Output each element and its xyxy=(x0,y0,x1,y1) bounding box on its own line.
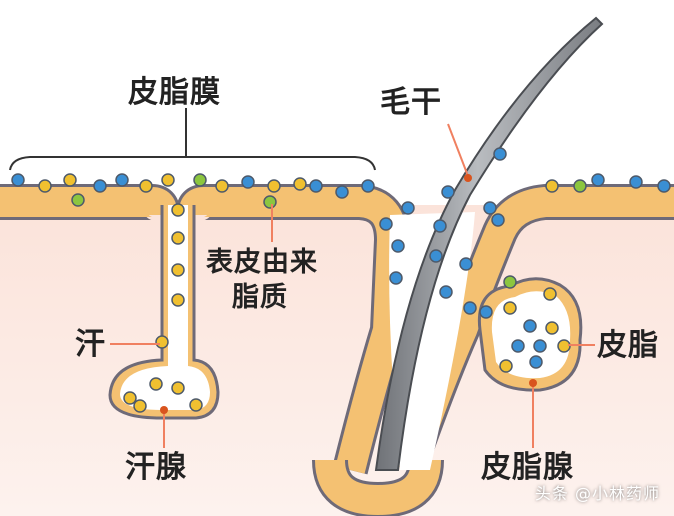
label-sweat: 汗 xyxy=(75,327,106,362)
lipid-particle xyxy=(171,231,185,245)
lipid-particle xyxy=(499,359,513,373)
lipid-particle xyxy=(38,179,52,193)
lipid-particle xyxy=(523,319,537,333)
lipid-particle xyxy=(545,321,559,335)
label-sebum: 皮脂 xyxy=(597,328,659,363)
sebum-film-bracket xyxy=(9,156,376,171)
lipid-particle xyxy=(241,175,255,189)
lipid-particle xyxy=(533,339,547,353)
lipid-particle xyxy=(263,195,277,209)
lipid-particle xyxy=(389,271,403,285)
label-sebum-film: 皮脂膜 xyxy=(128,75,221,110)
lipid-particle xyxy=(267,179,281,193)
sweat-gland-pointer-dot xyxy=(160,406,168,414)
lipid-particle xyxy=(429,249,443,263)
lipid-particle xyxy=(463,301,477,315)
lipid-particle xyxy=(123,391,137,405)
sebaceous-gland xyxy=(477,277,583,392)
lipid-particle xyxy=(193,173,207,187)
label-sebaceous-gland: 皮脂腺 xyxy=(481,450,574,485)
lipid-particle xyxy=(441,185,455,199)
lipid-particle xyxy=(171,293,185,307)
lipid-particle xyxy=(503,275,517,289)
lipid-particle xyxy=(149,377,163,391)
follicle-lumen xyxy=(389,212,475,470)
lipid-particle xyxy=(171,381,185,395)
lipid-particle xyxy=(545,179,559,193)
lipid-particle xyxy=(493,147,507,161)
label-epidermal-lipid-line2: 脂质 xyxy=(232,282,288,313)
label-sweat-gland: 汗腺 xyxy=(125,450,187,485)
lipid-particle xyxy=(215,179,229,193)
hair-shaft xyxy=(374,16,604,471)
lipid-particle xyxy=(171,263,185,277)
label-epidermal-lipid-line1: 表皮由来 xyxy=(206,247,318,278)
lipid-particle xyxy=(591,173,605,187)
lipid-particle xyxy=(479,305,493,319)
lipid-particle xyxy=(71,193,85,207)
lipid-particle xyxy=(335,185,349,199)
lipid-particle xyxy=(391,239,405,253)
lipid-particle xyxy=(293,177,307,191)
sweat-gland xyxy=(108,205,220,420)
lipid-particle xyxy=(139,179,153,193)
lipid-particle xyxy=(433,219,447,233)
lipid-particle xyxy=(361,179,375,193)
lipid-particle xyxy=(93,179,107,193)
lipid-particle xyxy=(379,217,393,231)
lipid-particle xyxy=(491,213,505,227)
sebaceous-gland-pointer-dot xyxy=(529,379,537,387)
lipid-particles xyxy=(11,147,671,413)
hair-shaft-pointer-dot xyxy=(464,174,472,182)
lipid-particle xyxy=(189,398,203,412)
lipid-particle xyxy=(629,175,643,189)
lipid-particle xyxy=(11,173,25,187)
lipid-particle xyxy=(483,201,497,215)
lipid-particle xyxy=(459,257,473,271)
lipid-particle xyxy=(439,285,453,299)
lipid-particle xyxy=(401,201,415,215)
watermark: 头条 @小林药师 xyxy=(534,484,660,503)
lipid-particle xyxy=(115,173,129,187)
lipid-particle xyxy=(573,179,587,193)
lipid-particle xyxy=(133,399,147,413)
lipid-particle xyxy=(503,301,517,315)
lipid-particle xyxy=(511,339,525,353)
lipid-particle xyxy=(63,173,77,187)
pointer-lines xyxy=(110,123,595,448)
lipid-particle xyxy=(171,203,185,217)
hair-shaft-pointer xyxy=(447,123,469,177)
label-hair-shaft: 毛干 xyxy=(380,85,442,120)
lipid-particle xyxy=(309,179,323,193)
lipid-particle xyxy=(543,287,557,301)
lipid-particle xyxy=(161,173,175,187)
lipid-particle xyxy=(529,355,543,369)
lipid-particle xyxy=(657,179,671,193)
lipid-particle xyxy=(155,335,169,349)
